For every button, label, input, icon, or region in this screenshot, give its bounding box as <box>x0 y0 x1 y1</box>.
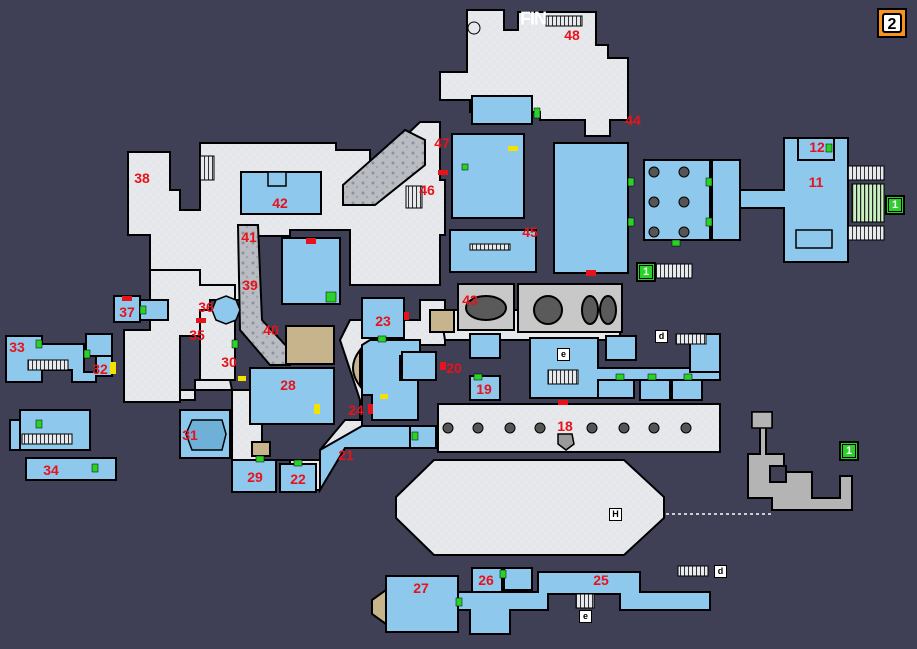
room-label: 40 <box>263 322 279 338</box>
stairs <box>21 15 885 609</box>
doors-green <box>35 107 833 607</box>
room-label: 32 <box>92 361 108 377</box>
floor-corridors <box>123 9 721 556</box>
exit-marker: 1 <box>839 441 859 461</box>
finish-label: FIN <box>520 8 547 29</box>
room-label: 48 <box>564 27 580 43</box>
room-label: 34 <box>43 462 59 478</box>
room-label: 36 <box>198 299 214 315</box>
door-symbol: e <box>579 610 592 623</box>
room-label: 25 <box>593 572 609 588</box>
room-label: 38 <box>134 170 150 186</box>
pillars <box>442 21 692 434</box>
room-label: 37 <box>119 304 135 320</box>
room-label: 39 <box>242 277 258 293</box>
level-number: 2 <box>882 13 902 33</box>
room-label: 20 <box>446 360 462 376</box>
room-label: 11 <box>808 174 824 190</box>
doors-yellow <box>110 146 518 414</box>
pit-rooms <box>457 283 623 333</box>
exit-marker: 1 <box>885 195 905 215</box>
wooden-areas <box>251 309 455 626</box>
room-label: 28 <box>280 377 296 393</box>
room-label: 12 <box>809 139 825 155</box>
room-label: 47 <box>434 135 450 151</box>
doors-red <box>122 170 596 414</box>
room-label: 33 <box>9 339 25 355</box>
room-label: 24 <box>348 402 364 418</box>
room-label: 44 <box>625 112 641 128</box>
room-label: 46 <box>419 182 435 198</box>
room-label: 21 <box>338 447 354 463</box>
room-label: 43 <box>462 292 478 308</box>
door-symbol: d <box>655 330 668 343</box>
exit-marker: 1 <box>636 262 656 282</box>
room-label: 26 <box>478 572 494 588</box>
rubble-passage <box>236 128 426 366</box>
level-badge: 2 <box>877 8 907 38</box>
room-label: 18 <box>557 418 573 434</box>
room-label: 30 <box>221 354 237 370</box>
room-label: 22 <box>290 471 306 487</box>
door-symbol: H <box>609 508 622 521</box>
door-symbol: e <box>557 348 570 361</box>
room-label: 45 <box>522 224 538 240</box>
room-label: 27 <box>413 580 429 596</box>
room-label: 19 <box>476 381 492 397</box>
room-label: 29 <box>247 469 263 485</box>
room-label: 31 <box>182 427 198 443</box>
room-label: 41 <box>241 229 257 245</box>
small-details <box>185 171 833 451</box>
side-area <box>747 411 853 511</box>
room-label: 35 <box>189 327 205 343</box>
door-symbol: d <box>714 565 727 578</box>
room-label: 23 <box>375 313 391 329</box>
room-label: 42 <box>272 195 288 211</box>
